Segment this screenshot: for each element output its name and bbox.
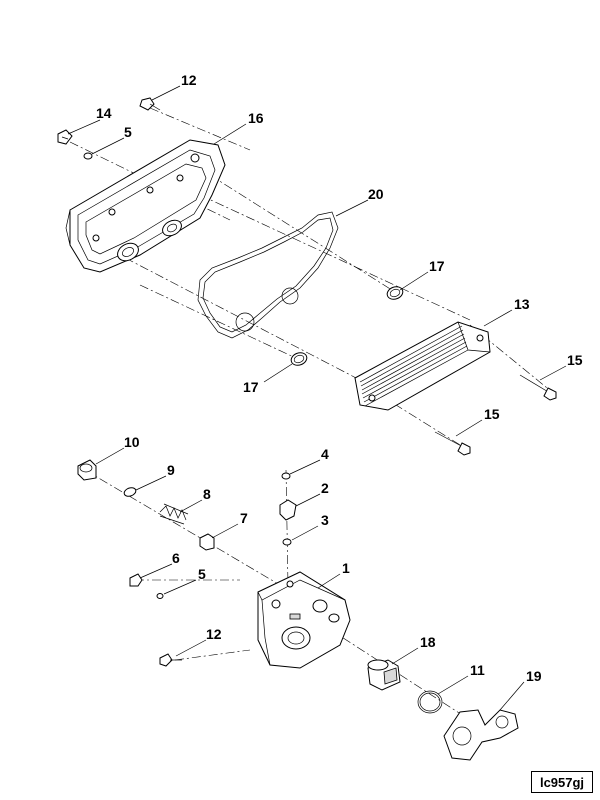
part-6-plug	[129, 573, 143, 587]
part-15-bolt-upper	[519, 374, 557, 401]
part-10-plug	[77, 459, 97, 481]
part-18-filter-cartridge	[367, 659, 401, 691]
callout-20: 20	[368, 186, 384, 202]
part-15-bolt-lower	[434, 431, 471, 456]
callout-14: 14	[96, 105, 112, 121]
callout-labels: 12 14 5 16 20 17 13 17 15 15 10 4 9 2 8 …	[96, 72, 583, 684]
callout-6: 6	[172, 550, 180, 566]
part-3-washer	[282, 538, 292, 546]
callout-1: 1	[342, 560, 350, 576]
callout-17-lower: 17	[243, 379, 259, 395]
callout-7: 7	[240, 510, 248, 526]
callout-5-top: 5	[124, 124, 132, 140]
callout-12-lower: 12	[206, 626, 222, 642]
part-11-retaining-ring	[417, 690, 443, 714]
part-12-bolt-lower	[159, 653, 182, 667]
part-1-filter-head	[257, 571, 351, 669]
callout-2: 2	[321, 480, 329, 496]
callout-12-top: 12	[181, 72, 197, 88]
callout-18: 18	[420, 634, 436, 650]
callout-4: 4	[321, 446, 329, 462]
part-2-fitting	[279, 499, 297, 521]
part-17-o-ring-lower	[290, 352, 308, 366]
part-8-spring	[159, 503, 189, 525]
part-4-washer	[281, 472, 291, 480]
leader-lines	[67, 85, 567, 711]
callout-19: 19	[526, 668, 542, 684]
callout-11: 11	[470, 662, 485, 678]
part-16-cover-housing	[65, 139, 226, 273]
part-12-bolt-top	[139, 97, 161, 111]
callout-10: 10	[124, 434, 140, 450]
part-7-valve-piston	[199, 533, 215, 551]
callout-16: 16	[248, 110, 264, 126]
part-5-washer-top	[83, 152, 93, 160]
callout-17-upper: 17	[429, 258, 445, 274]
part-20-gasket	[197, 211, 339, 339]
callout-5-lower: 5	[198, 566, 206, 582]
part-9-o-ring	[123, 487, 137, 497]
callout-3: 3	[321, 512, 329, 528]
part-14-plug	[57, 129, 73, 145]
part-5-washer-lower	[156, 593, 164, 599]
part-19-cover-gasket	[443, 709, 519, 761]
callout-15-lower: 15	[484, 406, 500, 422]
drawing-id-label: lc957gj	[531, 771, 593, 793]
part-17-o-ring-upper	[386, 286, 404, 300]
callout-9: 9	[167, 462, 175, 478]
part-13-cooler-core	[354, 321, 491, 411]
callout-13: 13	[514, 296, 530, 312]
callout-8: 8	[203, 486, 211, 502]
callout-15-upper: 15	[567, 352, 583, 368]
